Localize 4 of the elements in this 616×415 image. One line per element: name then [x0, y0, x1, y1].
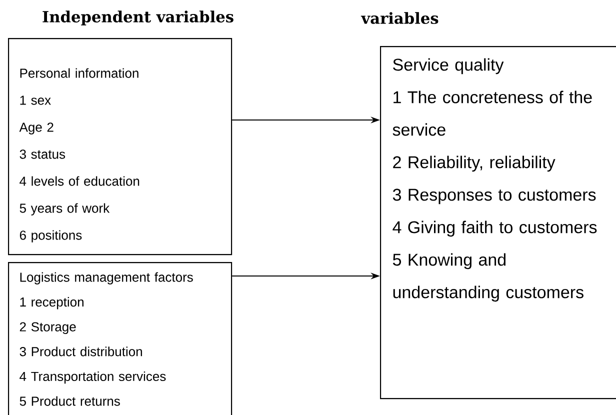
variable-box: Personal information 1 sex Age 2 3 status 4 levels of education 5 years of work 6 positions	[8, 38, 232, 256]
column-heading: variables	[360, 12, 438, 24]
variable-box: Logistics management factors 1 reception 2 Storage 3 Product distribution 4 Transportation services 5 Product returns	[8, 262, 232, 415]
variable-box: Service quality 1 The concreteness of the service 2 Reliability, reliability 3 Responses to customers 4 Giving faith to customers 5 Knowing and understanding customers	[380, 46, 616, 400]
